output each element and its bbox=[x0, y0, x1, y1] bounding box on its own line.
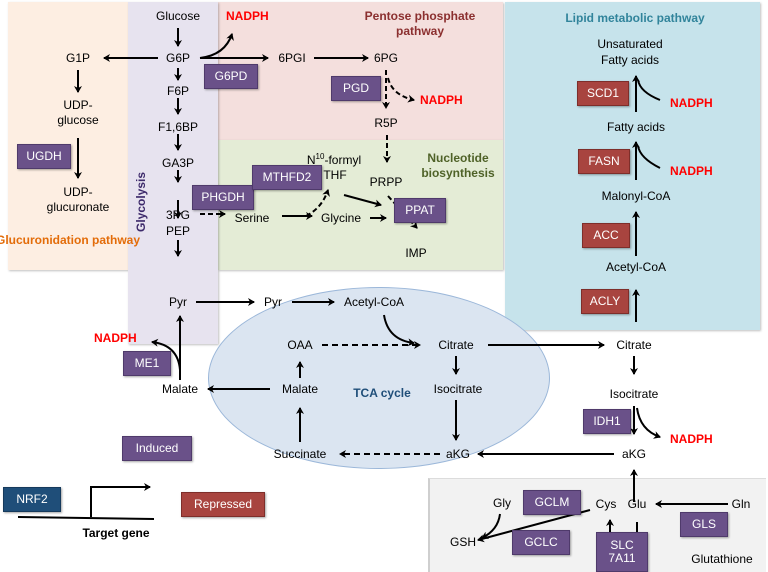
legend-induced: Induced bbox=[122, 436, 192, 461]
arrow-n10thf-ppat bbox=[343, 194, 382, 208]
metabolite-udp-glucuronate-2: glucuronate bbox=[46, 200, 110, 214]
n10-suffix: -formyl bbox=[324, 153, 362, 167]
metabolite-n10-formyl: N10-formyl bbox=[306, 152, 362, 168]
arrow-acetylcoa-citrate bbox=[383, 314, 415, 347]
metabolite-gly: Gly bbox=[493, 496, 511, 510]
legend-nrf2: NRF2 bbox=[3, 487, 61, 512]
arrow-nadph-scd1 bbox=[637, 79, 661, 101]
enzyme-scd1[interactable]: SCD1 bbox=[577, 81, 629, 106]
metabolite-glucose: Glucose bbox=[155, 9, 201, 23]
enzyme-me1[interactable]: ME1 bbox=[123, 351, 171, 376]
nadph-pgd: NADPH bbox=[420, 93, 463, 107]
metabolite-udp-glucose-1: UDP- bbox=[63, 98, 93, 112]
metabolite-oaa: OAA bbox=[287, 338, 313, 352]
metabolite-6pg: 6PG bbox=[373, 51, 399, 65]
metabolite-3pg: 3PG bbox=[165, 208, 191, 222]
arrow-6pg-nadph bbox=[387, 77, 415, 103]
metabolite-gsh: GSH bbox=[449, 535, 477, 549]
metabolite-udp-glucose-2: glucose bbox=[57, 113, 99, 127]
tca-cycle-region bbox=[208, 287, 550, 469]
nadph-me1: NADPH bbox=[94, 331, 137, 345]
metabolite-pep: PEP bbox=[165, 224, 191, 238]
glucuronidation-title: Glucuronidation pathway bbox=[0, 233, 141, 247]
metabolite-citrate-cytosol: Citrate bbox=[616, 338, 652, 352]
arrow-idh1-nadph bbox=[636, 407, 661, 439]
metabolite-malonyl-coa: Malonyl-CoA bbox=[601, 189, 671, 203]
metabolite-glu: Glu bbox=[627, 497, 647, 511]
nadph-fasn: NADPH bbox=[670, 164, 713, 178]
metabolite-malate-mito: Malate bbox=[281, 382, 319, 396]
enzyme-phgdh[interactable]: PHGDH bbox=[192, 185, 254, 210]
metabolite-unsaturated-1: Unsaturated bbox=[597, 37, 663, 51]
enzyme-ppat[interactable]: PPAT bbox=[394, 198, 446, 223]
legend-repressed: Repressed bbox=[181, 492, 265, 517]
glycolysis-title: Glycolysis bbox=[134, 171, 148, 232]
enzyme-pgd[interactable]: PGD bbox=[331, 76, 381, 101]
legend-tss-arrow bbox=[90, 483, 151, 517]
arrow-gly-gsh bbox=[481, 513, 501, 539]
enzyme-idh1[interactable]: IDH1 bbox=[583, 409, 631, 434]
nucleotide-biosynthesis-region bbox=[218, 140, 503, 270]
arrow-g6p-nadph bbox=[199, 33, 234, 59]
metabolite-imp: IMP bbox=[405, 246, 427, 260]
metabolite-glycine: Glycine bbox=[320, 211, 362, 225]
glucuronidation-region bbox=[8, 2, 128, 270]
glutathione-title: Glutathione bbox=[691, 552, 753, 566]
enzyme-g6pd[interactable]: G6PD bbox=[204, 64, 258, 89]
n10-superscript: 10 bbox=[315, 152, 325, 161]
metabolite-malate-cytosol: Malate bbox=[161, 382, 199, 396]
pentose-phosphate-region bbox=[218, 2, 503, 140]
enzyme-gls[interactable]: GLS bbox=[680, 512, 728, 537]
arrow-serine-n10thf bbox=[305, 189, 330, 217]
enzyme-acc[interactable]: ACC bbox=[582, 223, 630, 248]
metabolite-succinate: Succinate bbox=[273, 447, 327, 461]
metabolite-serine: Serine bbox=[234, 211, 270, 225]
nadph-g6pd: NADPH bbox=[226, 9, 269, 23]
enzyme-fasn[interactable]: FASN bbox=[578, 149, 630, 174]
lipid-title: Lipid metabolic pathway bbox=[565, 11, 705, 25]
nucleotide-title: Nucleotide biosynthesis bbox=[421, 151, 495, 180]
metabolite-ga3p: GA3P bbox=[161, 156, 195, 170]
metabolite-r5p: R5P bbox=[374, 116, 398, 130]
metabolite-g6p: G6P bbox=[165, 51, 191, 65]
enzyme-ugdh[interactable]: UGDH bbox=[17, 144, 71, 169]
metabolite-prpp: PRPP bbox=[369, 175, 403, 189]
lipid-pathway-region bbox=[505, 2, 760, 330]
metabolite-pyr-cytosol: Pyr bbox=[169, 295, 187, 309]
metabolite-pyr-mito: Pyr bbox=[264, 295, 282, 309]
metabolite-thf: THF bbox=[323, 168, 347, 182]
legend-gene-line bbox=[17, 516, 155, 520]
metabolite-acetyl-coa-lipid: Acetyl-CoA bbox=[605, 260, 667, 274]
metabolite-unsaturated-2: Fatty acids bbox=[600, 53, 660, 67]
metabolite-fatty-acids: Fatty acids bbox=[606, 120, 666, 134]
metabolite-akg-cytosol: aKG bbox=[621, 447, 647, 461]
metabolite-isocitrate-mito: Isocitrate bbox=[433, 382, 483, 396]
arrow-me1-nadph bbox=[151, 338, 181, 371]
n10-prefix: N bbox=[306, 153, 316, 167]
enzyme-gclm[interactable]: GCLM bbox=[523, 490, 581, 515]
tca-title: TCA cycle bbox=[353, 386, 411, 400]
metabolite-isocitrate-cytosol: Isocitrate bbox=[609, 387, 659, 401]
metabolite-citrate-mito: Citrate bbox=[438, 338, 474, 352]
enzyme-slc7a11[interactable]: SLC 7A11 bbox=[596, 532, 648, 572]
metabolite-f6p: F6P bbox=[166, 84, 190, 98]
arrow-nadph-fasn bbox=[637, 145, 661, 169]
enzyme-gclc[interactable]: GCLC bbox=[512, 530, 570, 555]
metabolite-g1p: G1P bbox=[65, 51, 91, 65]
metabolite-gln: Gln bbox=[731, 497, 751, 511]
metabolite-f16bp: F1,6BP bbox=[157, 120, 199, 134]
nadph-scd1: NADPH bbox=[670, 96, 713, 110]
metabolite-acetyl-coa-mito: Acetyl-CoA bbox=[343, 295, 405, 309]
metabolite-6pgi: 6PGI bbox=[278, 51, 306, 65]
pentose-phosphate-title: Pentose phosphate pathway bbox=[364, 9, 476, 38]
nadph-idh1: NADPH bbox=[670, 432, 713, 446]
arrow-cys-gsh bbox=[477, 509, 591, 543]
metabolite-cys: Cys bbox=[595, 497, 617, 511]
enzyme-acly[interactable]: ACLY bbox=[581, 289, 629, 314]
enzyme-mthfd2[interactable]: MTHFD2 bbox=[252, 165, 322, 190]
metabolite-akg-mito: aKG bbox=[445, 447, 471, 461]
legend-target-gene: Target gene bbox=[82, 526, 150, 540]
metabolite-udp-glucuronate-1: UDP- bbox=[63, 185, 93, 199]
